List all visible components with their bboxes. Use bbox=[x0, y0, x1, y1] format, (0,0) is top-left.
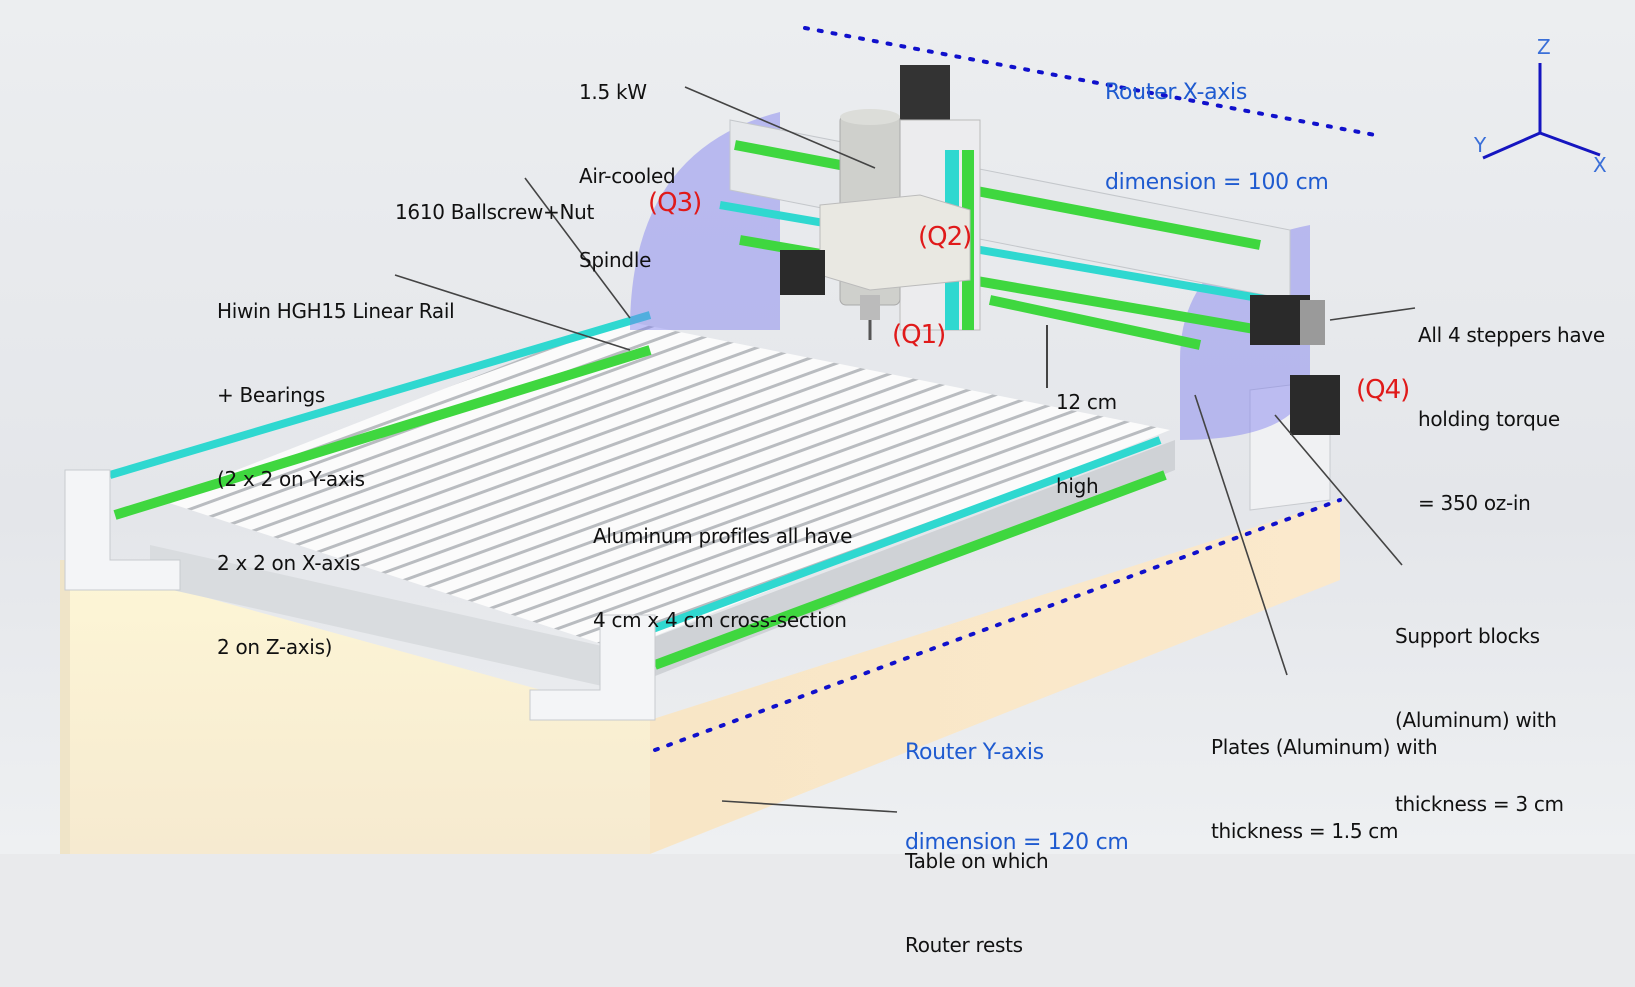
callout-height-line2: high bbox=[1056, 474, 1099, 498]
callout-linear-rail-line1: Hiwin HGH15 Linear Rail bbox=[217, 299, 455, 323]
callout-plates: Plates (Aluminum) with thickness = 1.5 c… bbox=[1211, 677, 1438, 873]
callout-plates-line2: thickness = 1.5 cm bbox=[1211, 819, 1399, 843]
callout-spindle-line2: Air-cooled bbox=[579, 164, 676, 188]
callout-table-line2: Router rests bbox=[905, 933, 1023, 957]
callout-steppers: All 4 steppers have holding torque = 350… bbox=[1418, 265, 1605, 545]
callout-support-blocks: Support blocks (Aluminum) with thickness… bbox=[1395, 566, 1564, 846]
callout-support-blocks-line2: (Aluminum) with bbox=[1395, 708, 1557, 732]
y-dimension-line1: Router Y-axis bbox=[905, 740, 1044, 765]
spindle-assembly bbox=[819, 65, 981, 340]
quadrant-q4: (Q4) bbox=[1356, 375, 1410, 405]
base-table bbox=[60, 500, 1340, 854]
callout-linear-rail: Hiwin HGH15 Linear Rail + Bearings (2 x … bbox=[217, 241, 455, 689]
stepper-motors bbox=[780, 250, 1340, 435]
xyz-axes-icon bbox=[1482, 63, 1601, 160]
dimension-lines bbox=[653, 26, 1377, 752]
x-dimension-line bbox=[803, 26, 1377, 137]
callout-height: 12 cm high bbox=[1056, 332, 1117, 528]
callout-spindle: 1.5 kW Air-cooled Spindle bbox=[579, 22, 676, 302]
leader-support-blocks bbox=[1274, 414, 1403, 566]
callout-linear-rail-line4: 2 x 2 on X-axis bbox=[217, 551, 361, 575]
callout-spindle-line1: 1.5 kW bbox=[579, 80, 647, 104]
leader-table bbox=[721, 800, 898, 813]
callout-plates-line1: Plates (Aluminum) with bbox=[1211, 735, 1438, 759]
y-dimension-label: Router Y-axis dimension = 120 cm bbox=[905, 678, 1129, 888]
leader-lines bbox=[394, 86, 1416, 813]
y-dimension-line bbox=[653, 498, 1342, 752]
leader-steppers bbox=[1329, 307, 1416, 321]
quadrant-q1: (Q1) bbox=[892, 320, 946, 350]
callout-spindle-line3: Spindle bbox=[579, 248, 652, 272]
axis-label-y: Y bbox=[1474, 133, 1487, 157]
callout-support-blocks-line3: thickness = 3 cm bbox=[1395, 792, 1564, 816]
callout-steppers-line3: = 350 oz-in bbox=[1418, 491, 1531, 515]
y-dimension-line2: dimension = 120 cm bbox=[905, 830, 1129, 855]
callout-height-line1: 12 cm bbox=[1056, 390, 1117, 414]
callout-profiles-line1: Aluminum profiles all have bbox=[593, 524, 853, 548]
leader-ballscrew bbox=[524, 177, 631, 319]
y-axis-rails bbox=[108, 311, 1167, 670]
axis-label-x: X bbox=[1593, 153, 1607, 177]
cnc-router-diagram: Z Y X Router X-axis dimension = 100 cm R… bbox=[0, 0, 1635, 957]
leader-plates bbox=[1194, 394, 1288, 676]
leader-spindle bbox=[684, 86, 876, 169]
callout-table: Table on which Router rests bbox=[905, 791, 1049, 987]
axis-label-z: Z bbox=[1537, 35, 1551, 59]
callout-table-line1: Table on which bbox=[905, 849, 1049, 873]
callout-linear-rail-line3: (2 x 2 on Y-axis bbox=[217, 467, 365, 491]
x-dimension-line1: Router X-axis bbox=[1105, 80, 1247, 105]
callout-support-blocks-line1: Support blocks bbox=[1395, 624, 1540, 648]
quadrant-q3: (Q3) bbox=[648, 188, 702, 218]
callout-steppers-line1: All 4 steppers have bbox=[1418, 323, 1605, 347]
callout-linear-rail-line2: + Bearings bbox=[217, 383, 325, 407]
callout-steppers-line2: holding torque bbox=[1418, 407, 1560, 431]
router-illustration bbox=[60, 26, 1601, 854]
x-dimension-label: Router X-axis dimension = 100 cm bbox=[1105, 18, 1329, 228]
callout-ballscrew: 1610 Ballscrew+Nut bbox=[395, 142, 594, 254]
x-dimension-line2: dimension = 100 cm bbox=[1105, 170, 1329, 195]
callout-linear-rail-line5: 2 on Z-axis) bbox=[217, 635, 333, 659]
callout-profiles-line2: 4 cm x 4 cm cross-section bbox=[593, 608, 847, 632]
leader-linear-rail bbox=[394, 274, 631, 351]
callout-profiles: Aluminum profiles all have 4 cm x 4 cm c… bbox=[593, 466, 852, 662]
quadrant-q2: (Q2) bbox=[918, 222, 972, 252]
callout-ballscrew-line1: 1610 Ballscrew+Nut bbox=[395, 200, 595, 224]
